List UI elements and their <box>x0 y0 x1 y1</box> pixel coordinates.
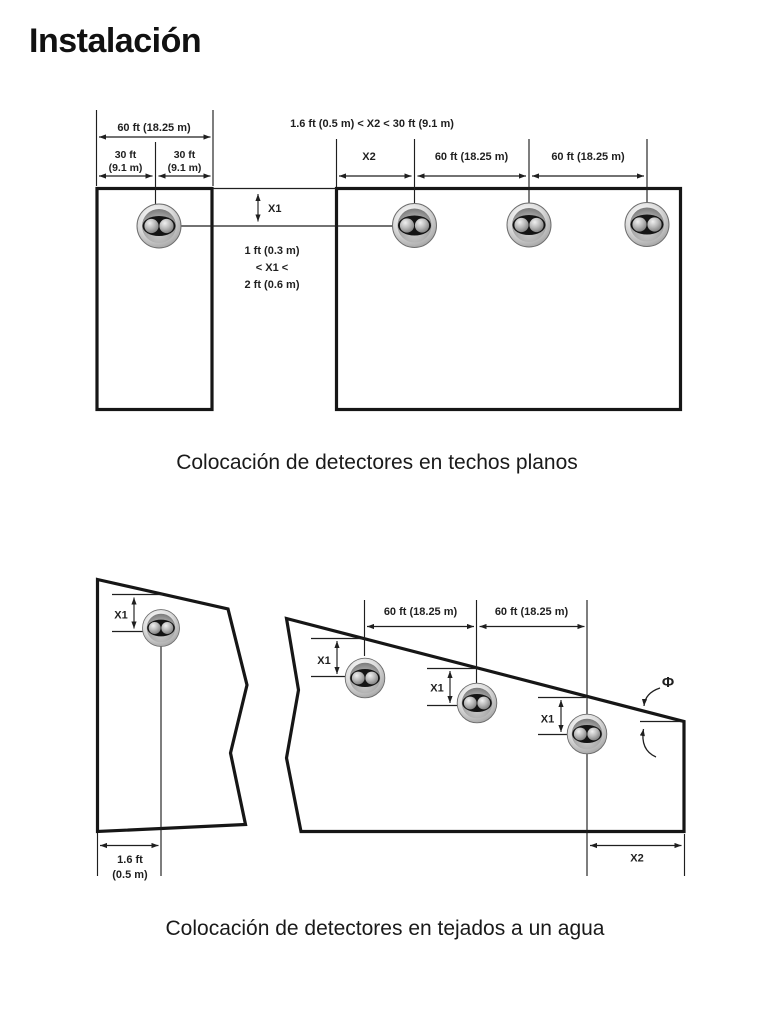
angle-arrows <box>639 687 661 758</box>
dim-label-spacing-a: 60 ft (18.25 m) <box>435 151 509 163</box>
flame-detector-icon <box>344 657 386 699</box>
page-title: Instalación <box>29 22 202 60</box>
dim-label-spacing-a: 60 ft (18.25 m) <box>384 606 458 618</box>
dim-label-x1-range-3: 2 ft (0.6 m) <box>244 279 299 291</box>
flame-detector-icon <box>566 713 608 755</box>
slope-angle-label: Φ <box>662 674 674 691</box>
dim-label-half-left-ft: 30 ft <box>115 149 137 161</box>
dimension-arrows <box>100 597 682 849</box>
dim-label-x1-range-1: 1 ft (0.3 m) <box>244 245 299 257</box>
dimension-arrows <box>99 134 644 222</box>
figure2-caption: Colocación de detectores en tejados a un… <box>165 917 605 940</box>
dim-label-x2: X2 <box>630 853 643 865</box>
dim-label-x1-b: X1 <box>430 683 443 695</box>
dimension-ticks <box>95 110 648 227</box>
dim-label-half-right-m: (9.1 m) <box>168 162 202 174</box>
dim-label-half-left-m: (9.1 m) <box>109 162 143 174</box>
dim-label-half-right-ft: 30 ft <box>174 149 196 161</box>
flame-detector-icon <box>136 203 182 249</box>
dim-label-total-width: 60 ft (18.25 m) <box>117 122 191 134</box>
flame-detector-icon <box>142 609 180 647</box>
flame-detector-icon <box>392 203 437 248</box>
roof-right-outline <box>284 616 686 834</box>
flat-ceiling-diagram: 60 ft (18.25 m) 30 ft (9.1 m) 30 ft (9.1… <box>95 110 683 412</box>
dim-label-x1-a: X1 <box>317 655 330 667</box>
flame-detector-icon <box>624 202 670 247</box>
dim-label-x1-range-2: < X1 < <box>256 262 288 274</box>
dim-label-x1-left: X1 <box>114 610 127 622</box>
flame-detector-icon <box>456 682 498 724</box>
dim-label-x2-range: 1.6 ft (0.5 m) < X2 < 30 ft (9.1 m) <box>290 118 454 130</box>
roof-left-outline <box>95 577 249 834</box>
dim-label-x1-c: X1 <box>541 714 554 726</box>
dim-label-spacing-b: 60 ft (18.25 m) <box>551 151 625 163</box>
dim-label-x1: X1 <box>268 203 281 215</box>
dim-label-spacing-b: 60 ft (18.25 m) <box>495 606 569 618</box>
flame-detector-icon <box>506 202 552 248</box>
dim-label-x2: X2 <box>362 151 375 163</box>
figure1-caption: Colocación de detectores en techos plano… <box>176 451 578 474</box>
shed-roof-diagram: X1 1.6 ft (0.5 m) 60 ft (18.25 m) 60 ft … <box>95 577 686 881</box>
dim-label-eave-offset-m: (0.5 m) <box>112 869 148 881</box>
dim-label-eave-offset-ft: 1.6 ft <box>117 854 143 866</box>
